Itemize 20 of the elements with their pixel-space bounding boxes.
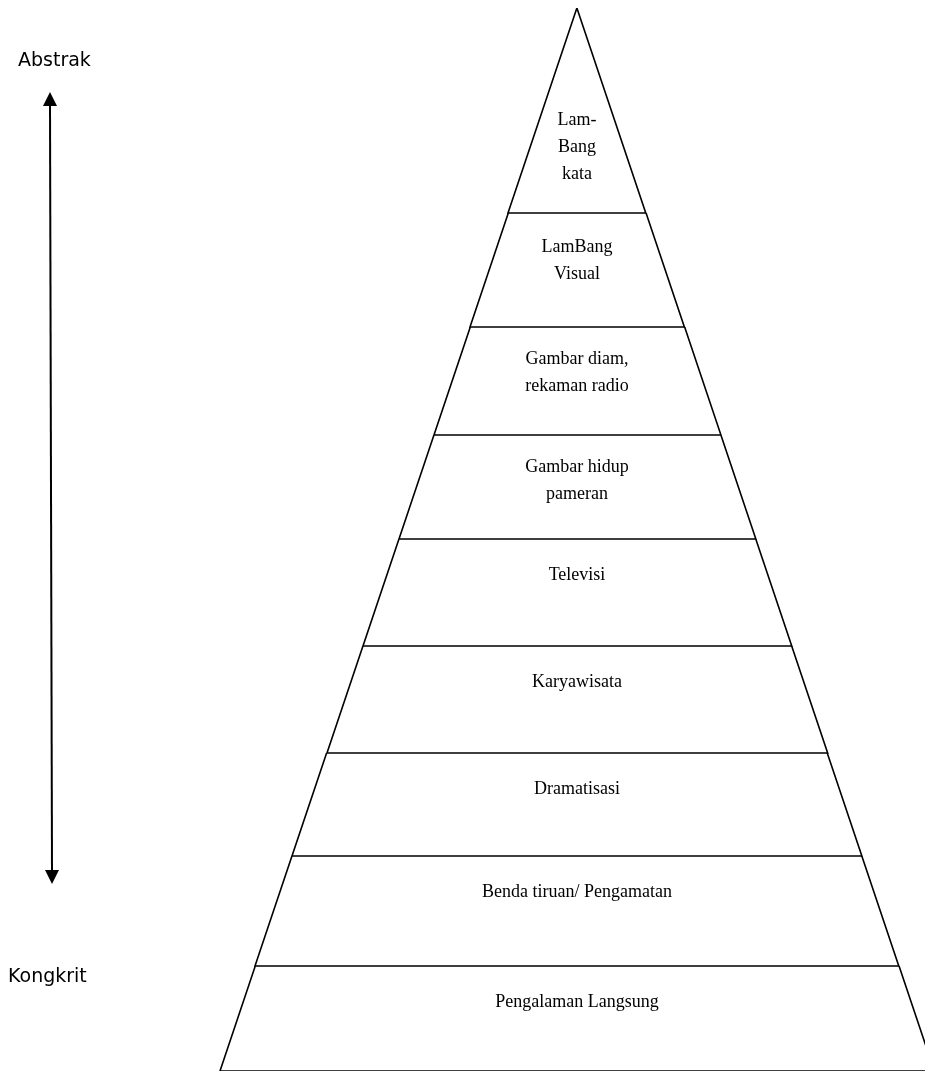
tier-label: Pengalaman Langsung [495,990,659,1013]
scale-label: Kongkrit [8,964,87,986]
pyramid-tier [253,856,901,966]
tier-label: Gambar diam, rekaman radio [524,347,630,397]
pyramid-tier [324,646,830,753]
tier-label: LamBang Visual [540,235,614,285]
tier-label: Dramatisasi [534,777,620,800]
pyramid-tier [506,8,648,213]
pyramid-tier [431,327,723,435]
scale-label: Abstrak [18,48,91,70]
pyramid-tier [360,539,794,646]
tier-label: Lam- Bang kata [556,108,598,185]
tier-label: Benda tiruan/ Pengamatan [482,880,672,903]
tier-label: Gambar hidup pameran [524,455,630,505]
pyramid-tier [217,966,925,1071]
pyramid-tier [396,435,758,539]
tier-label: Televisi [548,563,606,586]
pyramid-tier [467,213,687,327]
pyramid-tier [290,753,864,856]
tier-label: Karyawisata [532,670,622,693]
